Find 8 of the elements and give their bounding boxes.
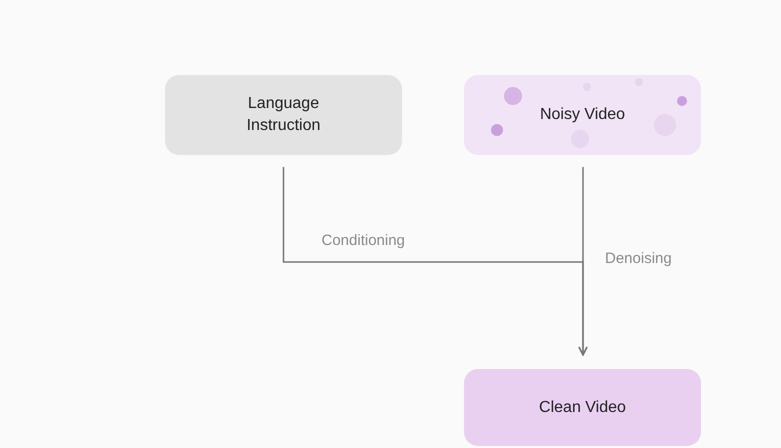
output-box xyxy=(464,369,701,446)
edge-label: Conditioning xyxy=(320,232,407,249)
edge-label: Denoising xyxy=(603,250,674,267)
input-box xyxy=(464,75,701,155)
node-label: Language Instruction xyxy=(246,94,322,136)
arrow xyxy=(578,167,588,356)
node-label: Clean Video xyxy=(539,398,626,418)
node-label: Noisy Video xyxy=(540,105,626,125)
